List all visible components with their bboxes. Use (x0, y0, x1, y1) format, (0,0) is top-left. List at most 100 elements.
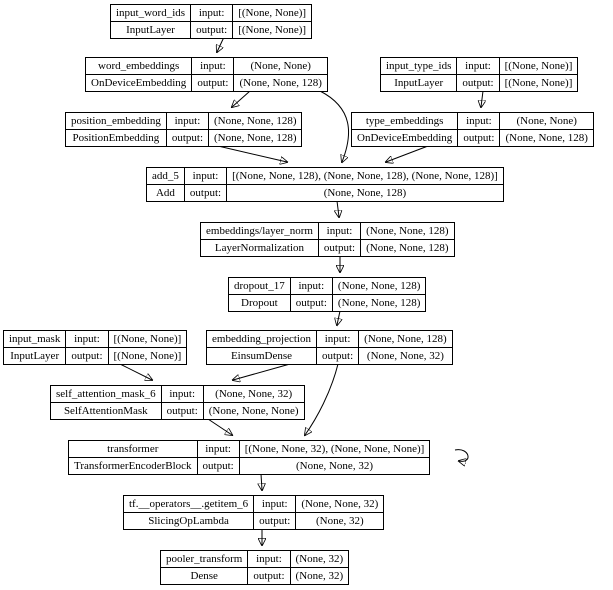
layer-name: word_embeddings (84, 57, 193, 75)
layer-class: SelfAttentionMask (50, 402, 162, 420)
edge-type-embeddings-to-add-5 (386, 145, 429, 162)
output-shape: (None, None, 32) (238, 457, 431, 475)
output-label: output: (247, 567, 291, 585)
input-shape: [(None, None)] (498, 57, 579, 75)
output-shape: (None, None, 128) (207, 129, 303, 147)
output-shape: (None, None, 128) (226, 184, 504, 202)
input-shape: (None, None, 128) (358, 330, 453, 348)
input-shape: (None, None, 32) (202, 385, 305, 403)
output-shape: [(None, None)] (107, 347, 188, 365)
output-label: output: (165, 129, 210, 147)
input-label: input: (65, 330, 109, 348)
input-shape: [(None, None)] (107, 330, 188, 348)
layer-class: InputLayer (2, 347, 67, 365)
layer-name: embeddings/layer_norm (200, 222, 319, 240)
layer-name: type_embeddings (350, 112, 459, 130)
layer-class: LayerNormalization (200, 239, 319, 257)
layer-class: EinsumDense (206, 347, 317, 365)
output-shape: (None, None, 128) (331, 294, 427, 312)
input-label: input: (315, 330, 360, 348)
edge-word-embeddings-to-add-5 (319, 90, 350, 162)
layer-class: OnDeviceEmbedding (84, 74, 193, 92)
input-label: input: (253, 495, 297, 513)
output-shape: [(None, None)] (232, 21, 313, 39)
layer-name: tf.__operators__.getitem_6 (122, 495, 255, 513)
layer-class: TransformerEncoderBlock (68, 457, 198, 475)
output-label: output: (289, 294, 333, 312)
edge-self-attention-mask-to-transformer (207, 418, 232, 435)
layer-class: InputLayer (109, 21, 192, 39)
layer-class: OnDeviceEmbedding (350, 129, 459, 147)
output-shape: [(None, None)] (498, 74, 579, 92)
input-label: input: (183, 167, 228, 185)
output-shape: (None, 32) (289, 567, 350, 585)
output-shape: (None, None, None) (202, 402, 305, 420)
output-shape: (None, 32) (295, 512, 385, 530)
input-label: input: (247, 550, 291, 568)
input-shape: (None, None, 128) (207, 112, 303, 130)
input-label: input: (317, 222, 362, 240)
input-label: input: (289, 277, 333, 295)
input-label: input: (165, 112, 210, 130)
edge-transformer-self-loop (454, 449, 469, 462)
layer-name: self_attention_mask_6 (50, 385, 162, 403)
layer-name: dropout_17 (228, 277, 291, 295)
input-shape: (None, None, 128) (360, 222, 455, 240)
edge-input-word-ids-to-word-embeddings (217, 36, 225, 52)
edge-dropout-17-to-embedding-projection (337, 310, 340, 325)
layer-name: transformer (68, 440, 198, 458)
output-shape: (None, None, 128) (233, 74, 328, 92)
output-shape: (None, None, 128) (499, 129, 594, 147)
layer-class: SlicingOpLambda (122, 512, 255, 530)
output-label: output: (190, 21, 234, 39)
output-label: output: (65, 347, 109, 365)
input-label: input: (191, 57, 235, 75)
layer-name: add_5 (146, 167, 185, 185)
input-shape: [(None, None)] (232, 4, 313, 22)
output-shape: (None, None, 128) (360, 239, 455, 257)
input-shape: [(None, None, 32), (None, None, None)] (238, 440, 431, 458)
input-label: input: (456, 57, 500, 75)
edge-embedding-projection-to-self-attention-mask (233, 363, 291, 380)
output-label: output: (457, 129, 501, 147)
edge-embedding-projection-to-transformer (305, 363, 339, 435)
edge-input-mask-to-self-attention-mask (119, 363, 152, 380)
layer-class: InputLayer (379, 74, 458, 92)
input-shape: (None, None, 32) (295, 495, 385, 513)
layer-class: Add (146, 184, 185, 202)
layer-name: input_word_ids (109, 4, 192, 22)
output-label: output: (160, 402, 204, 420)
layer-class: Dense (159, 567, 249, 585)
input-shape: (None, None) (233, 57, 328, 75)
output-shape: (None, None, 32) (358, 347, 453, 365)
edge-word-embeddings-to-position-embedding (232, 90, 251, 107)
output-label: output: (315, 347, 360, 365)
edge-transformer-to-getitem (261, 473, 262, 490)
layer-name: input_mask (2, 330, 67, 348)
output-label: output: (191, 74, 235, 92)
edge-position-embedding-to-add-5 (217, 145, 287, 162)
input-shape: [(None, None, 128), (None, None, 128), (… (226, 167, 504, 185)
output-label: output: (183, 184, 228, 202)
layer-class: PositionEmbedding (65, 129, 167, 147)
layer-name: pooler_transform (159, 550, 249, 568)
input-label: input: (190, 4, 234, 22)
edge-add-5-to-layer-norm (337, 200, 339, 217)
layer-name: embedding_projection (206, 330, 317, 348)
input-label: input: (160, 385, 204, 403)
input-shape: (None, 32) (289, 550, 350, 568)
